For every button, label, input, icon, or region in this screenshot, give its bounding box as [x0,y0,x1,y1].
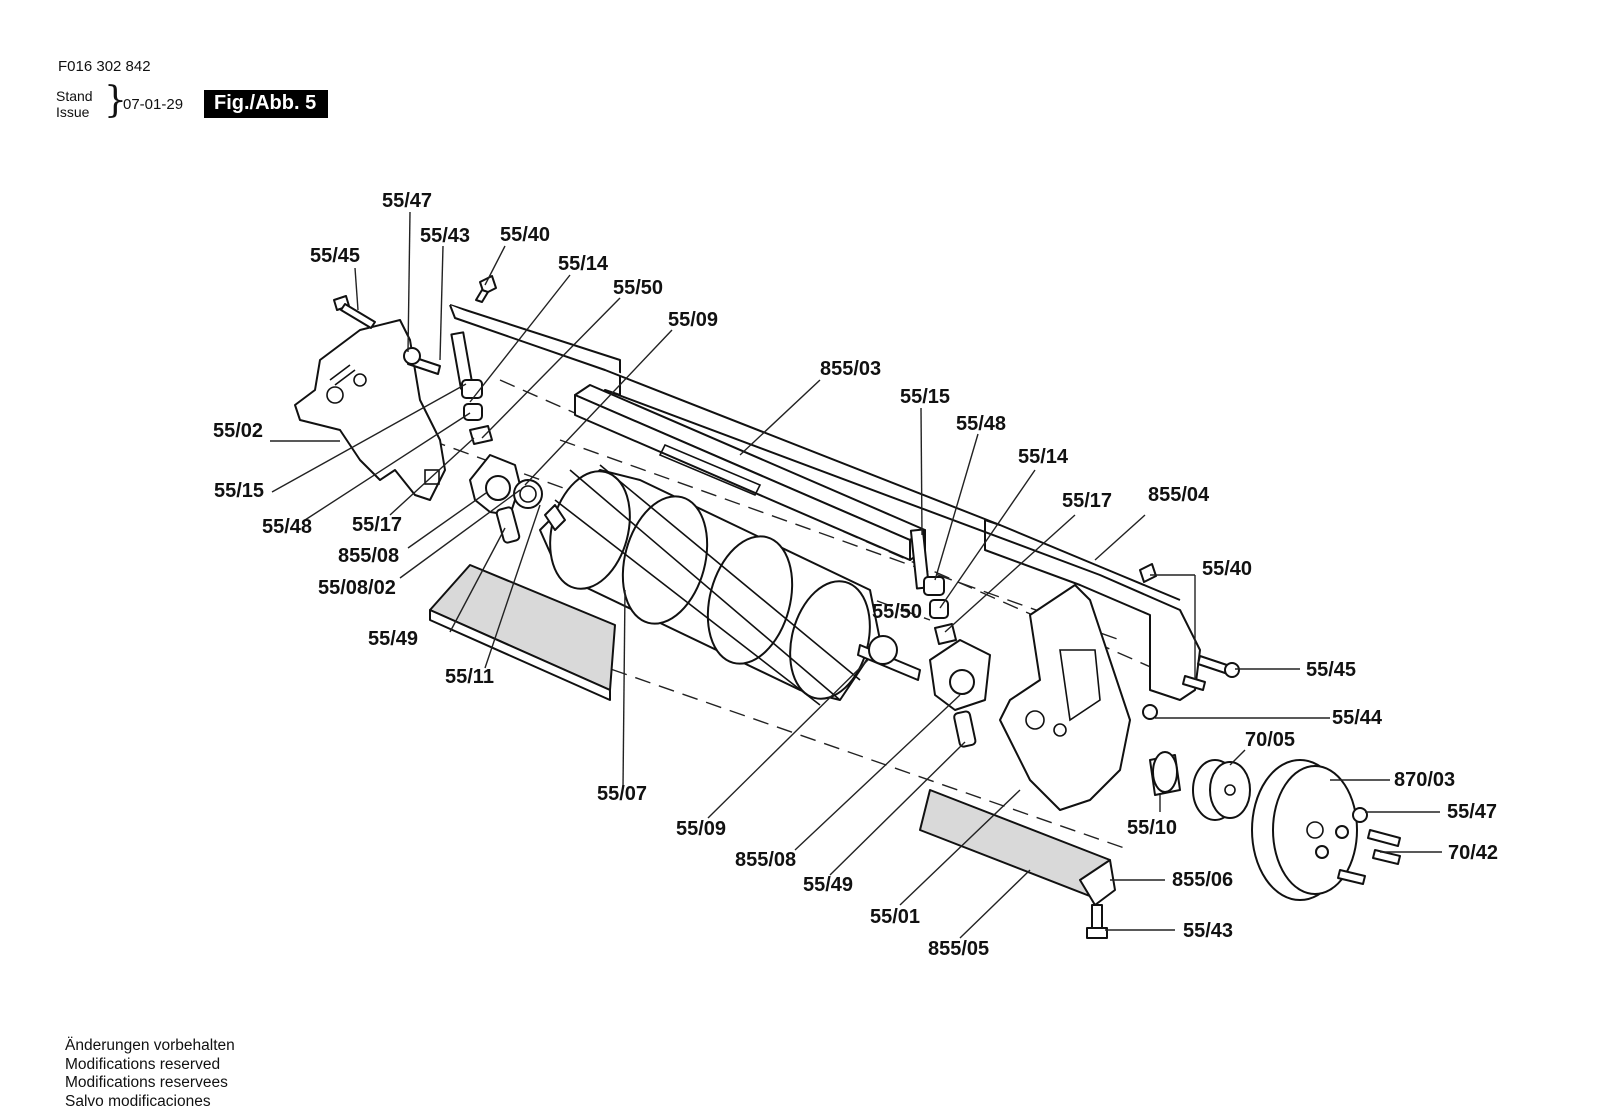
stand-label: Stand [56,88,93,104]
callout-55-11: 55/11 [445,666,494,688]
callout-55-49-bottom: 55/49 [803,874,853,896]
callout-55-47-top: 55/47 [382,190,432,212]
callout-70-42: 70/42 [1448,842,1498,864]
callout-55-15-right: 55/15 [900,386,950,408]
callout-55-50-left: 55/50 [613,277,663,299]
right-bearing-stack [909,528,957,645]
callout-55-45-right: 55/45 [1306,659,1356,681]
callout-55-10: 55/10 [1127,817,1177,839]
left-bearing-stack [450,331,521,544]
callout-55-48-left: 55/48 [262,516,312,538]
notice-german: Änderungen vorbehalten [65,1037,235,1054]
rear-bar [449,304,1201,701]
callout-55-47-right: 55/47 [1447,801,1497,823]
callout-870-03: 870/03 [1394,769,1455,791]
issue-label: Issue [56,104,90,120]
callout-55-07: 55/07 [597,783,647,805]
figure-label: Fig./Abb. 5 [204,90,329,118]
callout-labels: 55/47 55/43 55/40 55/45 55/14 55/50 55/0… [213,190,1498,960]
callout-55-43-top: 55/43 [420,225,470,247]
right-side-plate [999,584,1131,811]
leader-lines [270,211,1442,939]
callout-55-09-top: 55/09 [668,309,718,331]
bottom-blade-right [919,789,1116,906]
callout-55-17-left: 55/17 [352,514,402,536]
drive-pulley-assembly [1149,751,1401,901]
callout-70-05: 70/05 [1245,729,1295,751]
cutting-cylinder [539,464,921,706]
callout-855-04: 855/04 [1148,484,1210,506]
callout-855-08-bottom: 855/08 [735,849,796,871]
stand-issue-label: Stand Issue [56,88,93,120]
callout-855-03: 855/03 [820,358,881,380]
callout-55-44: 55/44 [1332,707,1383,729]
callout-855-06: 855/06 [1172,869,1233,891]
modifications-notice: Änderungen vorbehalten Modifications res… [65,1037,235,1111]
issue-date: 07-01-29 [123,96,184,113]
callout-55-50-right: 55/50 [872,601,922,623]
left-side-plate [294,319,446,501]
callout-55-40-right: 55/40 [1202,558,1252,580]
callout-55-15-left: 55/15 [214,480,264,502]
callout-855-08-left: 855/08 [338,545,399,567]
callout-55-02: 55/02 [213,420,263,442]
callout-55-01: 55/01 [870,906,920,928]
callout-55-48-right: 55/48 [956,413,1006,435]
callout-855-05: 855/05 [928,938,989,960]
callout-55-09-bottom: 55/09 [676,818,726,840]
callout-55-40-top: 55/40 [500,224,550,246]
bottom-blade-left [429,564,616,701]
callout-55-14-right: 55/14 [1018,446,1069,468]
left-hub [469,454,543,516]
callout-55-14-left: 55/14 [558,253,609,275]
document-code: F016 302 842 [58,58,151,75]
brace-glyph: } [104,80,127,121]
callout-55-17-right: 55/17 [1062,490,1112,512]
notice-french: Modifications reservees [65,1074,228,1091]
callout-55-08-02: 55/08/02 [318,577,396,599]
right-hub [929,639,991,748]
callout-55-43-bottom: 55/43 [1183,920,1233,942]
notice-english: Modifications reserved [65,1055,221,1073]
callout-55-49-left: 55/49 [368,628,418,650]
notice-spanish: Salvo modificaciones [65,1092,211,1110]
callout-55-45-top: 55/45 [310,245,360,267]
right-screws [1086,563,1240,939]
